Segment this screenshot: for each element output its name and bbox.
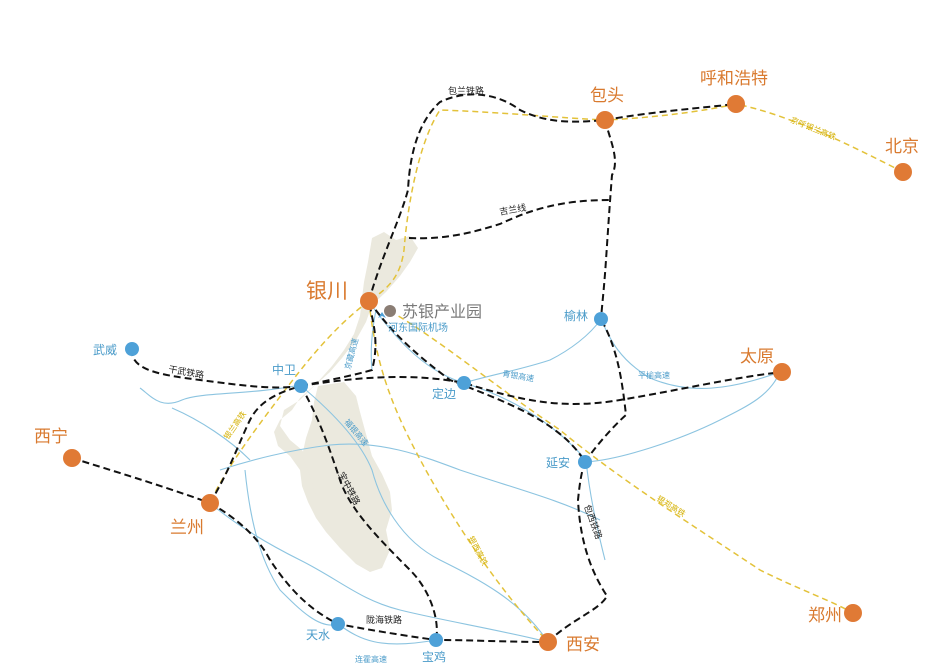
label-airport: 河东国际机场 <box>388 321 448 334</box>
ningxia-region-south <box>302 382 392 572</box>
city-marker-yinchuan[interactable] <box>360 292 378 310</box>
city-marker-baoji[interactable] <box>429 633 443 647</box>
label-baotou: 包头 <box>590 86 624 106</box>
city-marker-yanan[interactable] <box>578 455 592 469</box>
label-dingbian: 定边 <box>432 386 456 401</box>
city-marker-baotou[interactable] <box>596 111 614 129</box>
major-cities <box>63 95 912 651</box>
airport-icon <box>378 312 386 318</box>
city-marker-beijing[interactable] <box>894 163 912 181</box>
minor-cities <box>125 312 608 647</box>
label-hohhot: 呼和浩特 <box>700 69 768 89</box>
label-xian: 西安 <box>566 635 600 655</box>
label-park: 苏银产业园 <box>402 302 482 321</box>
label-huxi-railway: 包西铁路 <box>581 503 605 541</box>
ningxia-region <box>274 232 418 572</box>
city-marker-hohhot[interactable] <box>727 95 745 113</box>
label-yinxiao-hsr: 银郑高铁 <box>655 493 687 518</box>
label-baolan-railway: 包兰铁路 <box>448 85 484 97</box>
label-yinxi-hsr: 银西高铁 <box>466 534 490 567</box>
city-marker-xining[interactable] <box>63 449 81 467</box>
city-marker-wuwei[interactable] <box>125 342 139 356</box>
label-qingyin-highway: 青银高速 <box>502 368 535 383</box>
label-tianshui: 天水 <box>306 628 330 642</box>
city-marker-dingbian[interactable] <box>457 376 471 390</box>
label-yinchuan: 银川 <box>306 279 348 303</box>
city-marker-xian[interactable] <box>539 633 557 651</box>
city-marker-zhongwei[interactable] <box>294 379 308 393</box>
label-longhai-railway: 陇海铁路 <box>366 614 402 626</box>
city-marker-yulin[interactable] <box>594 312 608 326</box>
label-zhongwei: 中卫 <box>272 362 296 377</box>
label-wuwei: 武威 <box>93 343 117 357</box>
city-marker-taiyuan[interactable] <box>773 363 791 381</box>
label-jingbao-hsr: 京呼银兰高铁 <box>789 115 837 142</box>
label-lanzhou: 兰州 <box>170 518 204 538</box>
label-xining: 西宁 <box>34 427 68 447</box>
label-baoji: 宝鸡 <box>422 649 446 664</box>
label-beijing: 北京 <box>885 137 919 157</box>
label-pingyu-highway: 平榆高速 <box>638 370 670 380</box>
river-highway-lines <box>139 305 781 645</box>
label-yinlan-hsr: 银兰高铁 <box>221 409 248 441</box>
city-marker-zhengzhou[interactable] <box>844 604 862 622</box>
city-marker-tianshui[interactable] <box>331 617 345 631</box>
label-lianhuo-highway: 连霍高速 <box>355 654 387 664</box>
park-marker[interactable] <box>384 305 396 317</box>
city-marker-lanzhou[interactable] <box>201 494 219 512</box>
label-zhengzhou: 郑州 <box>808 606 842 626</box>
label-yanan: 延安 <box>546 455 570 470</box>
label-taiyuan: 太原 <box>740 347 774 367</box>
high-speed-rail-lines <box>209 103 904 643</box>
label-yulin: 榆林 <box>564 308 588 323</box>
label-jilan-railway: 吉兰线 <box>498 201 527 218</box>
